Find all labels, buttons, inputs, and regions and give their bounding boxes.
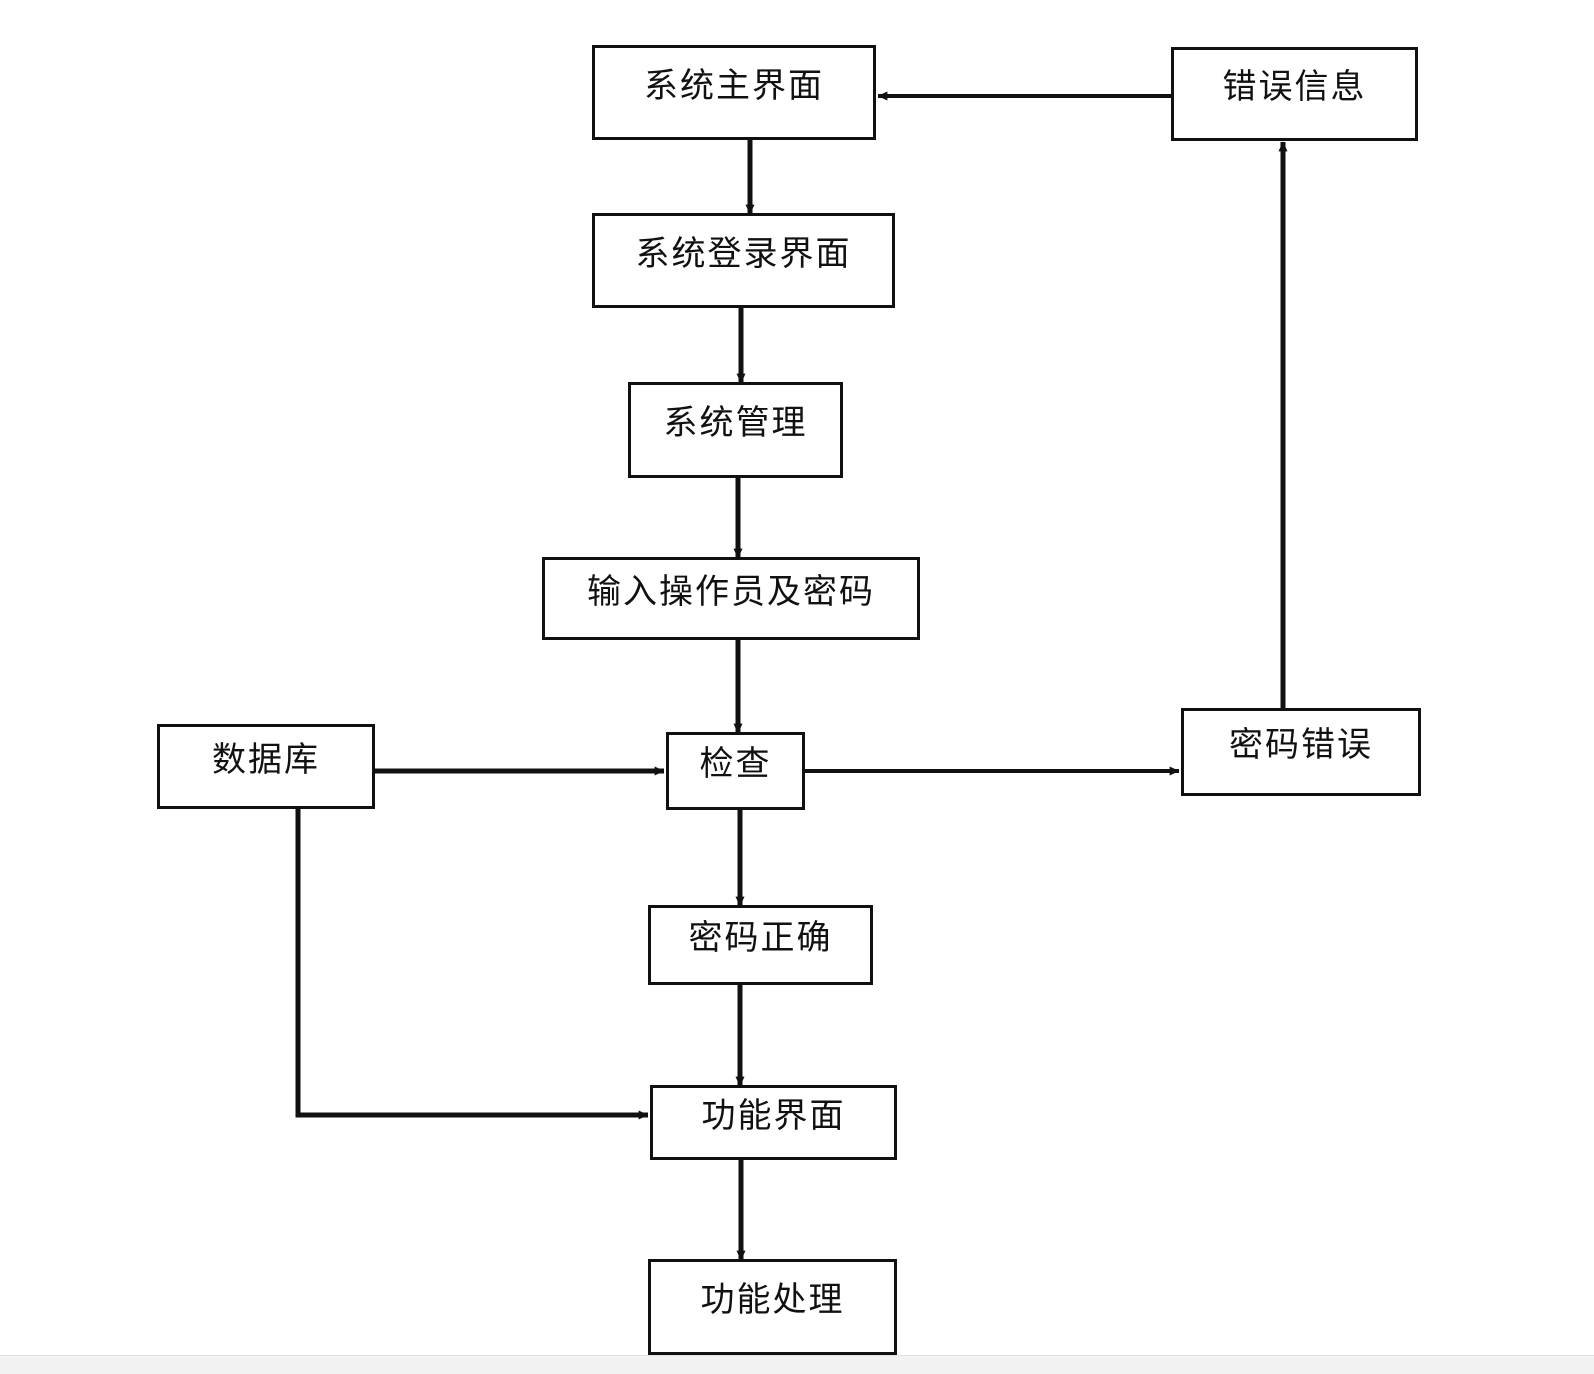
node-check[interactable]: 检查 — [666, 732, 805, 810]
node-function-process-label: 功能处理 — [700, 1282, 845, 1320]
node-database-label: 数据库 — [212, 741, 320, 779]
node-function-ui-label: 功能界面 — [701, 1097, 846, 1135]
node-input-credentials[interactable]: 输入操作员及密码 — [542, 557, 920, 640]
node-error-info[interactable]: 错误信息 — [1171, 47, 1418, 141]
node-sys-admin[interactable]: 系统管理 — [628, 382, 843, 478]
page-bottom-strip — [0, 1355, 1594, 1374]
node-function-process[interactable]: 功能处理 — [648, 1259, 897, 1355]
node-login-ui[interactable]: 系统登录界面 — [592, 213, 895, 308]
node-error-info-label: 错误信息 — [1222, 69, 1367, 107]
node-password-error-label: 密码错误 — [1229, 727, 1373, 765]
node-function-ui[interactable]: 功能界面 — [650, 1085, 897, 1160]
node-login-ui-label: 系统登录界面 — [635, 235, 852, 273]
node-main-ui-label: 系统主界面 — [644, 67, 824, 105]
node-password-correct-label: 密码正确 — [688, 920, 833, 958]
node-password-error[interactable]: 密码错误 — [1181, 708, 1421, 796]
node-input-credentials-label: 输入操作员及密码 — [587, 573, 875, 611]
node-database[interactable]: 数据库 — [157, 724, 375, 809]
node-password-correct[interactable]: 密码正确 — [648, 905, 873, 985]
node-main-ui[interactable]: 系统主界面 — [592, 45, 876, 140]
edge-database-to-function-ui — [295, 809, 649, 1120]
node-sys-admin-label: 系统管理 — [663, 405, 808, 443]
node-check-label: 检查 — [699, 746, 772, 784]
